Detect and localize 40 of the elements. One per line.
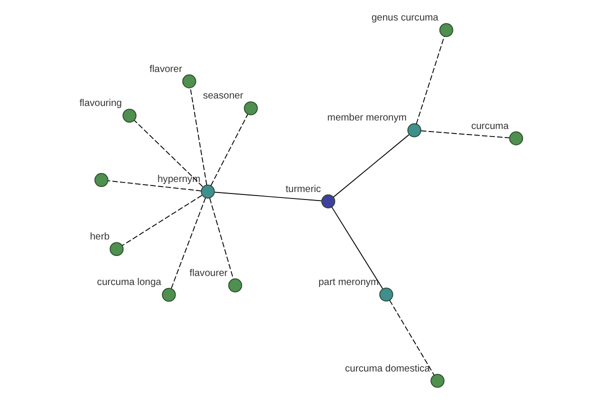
- node-circle: [378, 288, 393, 302]
- node-label: curcuma: [470, 120, 508, 132]
- connector: [107, 180, 202, 192]
- node-label: flavourer: [188, 268, 228, 279]
- connector: [415, 36, 444, 124]
- node-circle: [320, 194, 335, 208]
- node-circle: [200, 184, 214, 199]
- node-circle: [109, 242, 124, 256]
- node-label: genus curcuma: [370, 12, 438, 24]
- connector: [420, 130, 510, 138]
- connector: [210, 114, 248, 186]
- node-label: flavouring: [78, 98, 122, 110]
- node-circle: [508, 131, 523, 146]
- connector: [121, 194, 202, 246]
- connector: [388, 300, 434, 376]
- node-circle: [430, 374, 444, 388]
- connector: [330, 206, 383, 290]
- connector: [170, 197, 206, 289]
- node-circle: [438, 23, 453, 38]
- node-circle: [406, 123, 421, 138]
- node-circle: [182, 74, 196, 88]
- node-circle: [94, 173, 108, 187]
- connector: [189, 88, 207, 186]
- connector: [332, 134, 409, 198]
- node-label: flavorer: [149, 64, 182, 75]
- node-label: herb: [89, 232, 110, 242]
- node-label: curcuma domestica: [344, 363, 430, 374]
- node-label: member meronym: [326, 112, 406, 124]
- connector: [133, 120, 203, 188]
- node-label: seasoner: [202, 90, 243, 102]
- node-circle: [228, 278, 242, 292]
- connector: [214, 192, 322, 202]
- node-label: hypernym: [157, 174, 200, 186]
- node-circle: [243, 101, 258, 116]
- node-label: curcuma longa: [96, 277, 161, 288]
- node-circle: [122, 108, 136, 123]
- node-label: turmeric: [285, 184, 320, 195]
- connector: [208, 198, 234, 280]
- node-label: part meronym: [318, 276, 378, 288]
- node-circle: [161, 288, 176, 302]
